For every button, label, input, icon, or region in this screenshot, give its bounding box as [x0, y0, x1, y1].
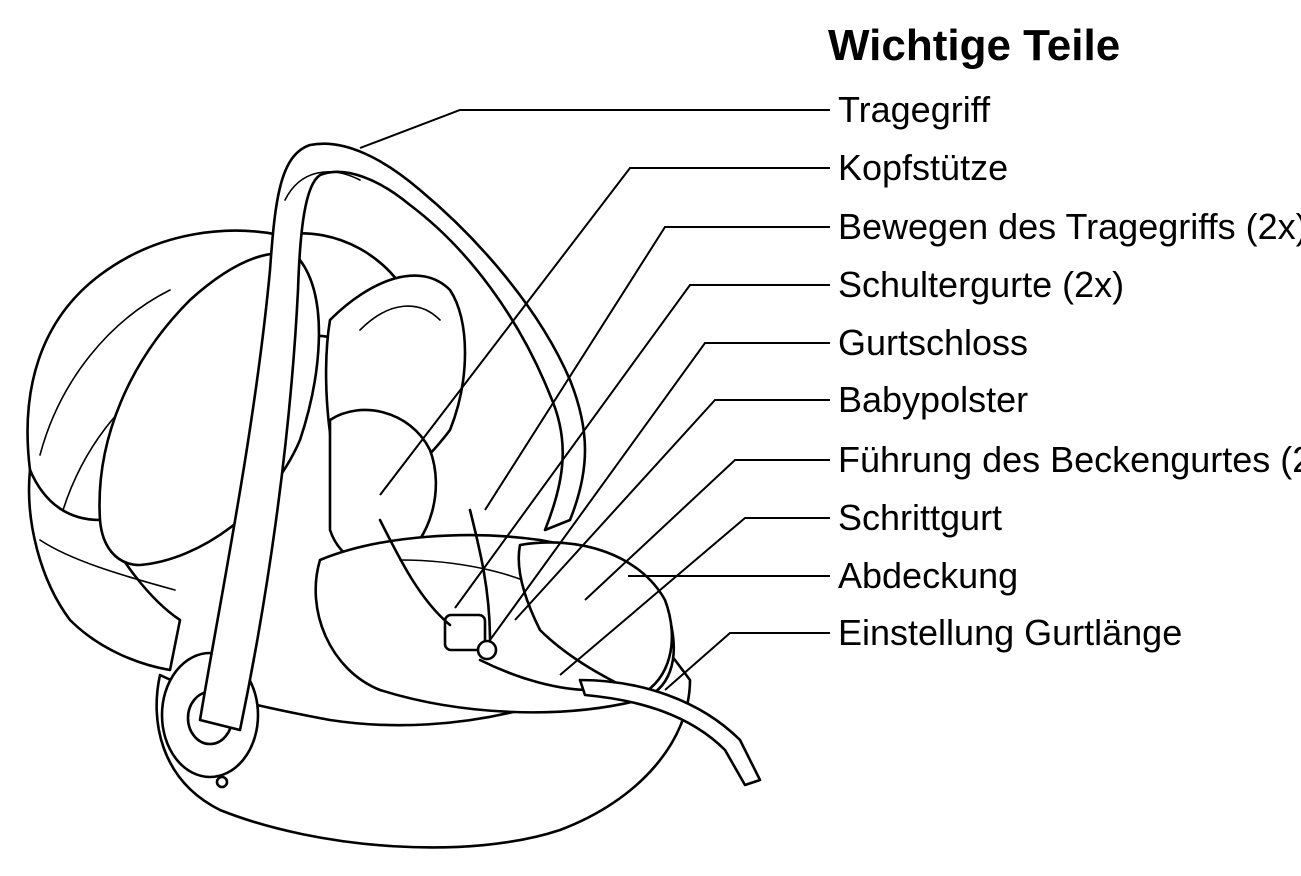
label-schultergurte: Schultergurte (2x) — [838, 264, 1124, 305]
label-schrittgurt: Schrittgurt — [838, 497, 1002, 538]
infant-car-seat-illustration — [26, 142, 762, 849]
seat-harness-strap-right — [468, 508, 492, 642]
leader-gurtschloss — [489, 342, 830, 641]
leader-fuehrung-beckengurt — [584, 459, 830, 601]
seat-pivot-screw — [215, 775, 229, 789]
seat-buckle-button — [476, 639, 498, 661]
label-fuehrung-beckengurt: Führung des Beckengurtes (2x) — [838, 439, 1301, 480]
leader-babypolster — [514, 399, 830, 621]
leader-schrittgurt — [559, 517, 830, 676]
label-babypolster: Babypolster — [838, 379, 1028, 420]
seat-carry-handle — [198, 142, 587, 732]
seat-shell-side — [27, 468, 182, 672]
label-abdeckung: Abdeckung — [838, 555, 1018, 596]
label-kopfstuetze: Kopfstütze — [838, 147, 1008, 188]
seat-buckle — [443, 613, 487, 652]
seat-base — [155, 638, 692, 849]
seat-crotch-strap — [478, 658, 592, 692]
diagram-title: Wichtige Teile — [828, 21, 1120, 70]
label-bewegen-tragegriff: Bewegen des Tragegriffs (2x) — [838, 206, 1301, 247]
leader-tragegriff — [359, 109, 830, 149]
callout-labels: Tragegriff Kopfstütze Bewegen des Trageg… — [838, 89, 1301, 653]
label-tragegriff: Tragegriff — [838, 89, 991, 130]
leader-bewegen-tragegriff — [484, 226, 830, 511]
seat-harness-strap-left — [378, 518, 452, 627]
label-einstellung-gurtlaenge: Einstellung Gurtlänge — [838, 612, 1182, 653]
seat-adjust-strap — [578, 678, 762, 787]
label-gurtschloss: Gurtschloss — [838, 322, 1028, 363]
leader-einstellung-gurtlaenge — [664, 632, 830, 691]
leader-schultergurte — [454, 284, 830, 609]
leader-lines — [359, 109, 830, 691]
leader-kopfstuetze — [379, 167, 830, 496]
